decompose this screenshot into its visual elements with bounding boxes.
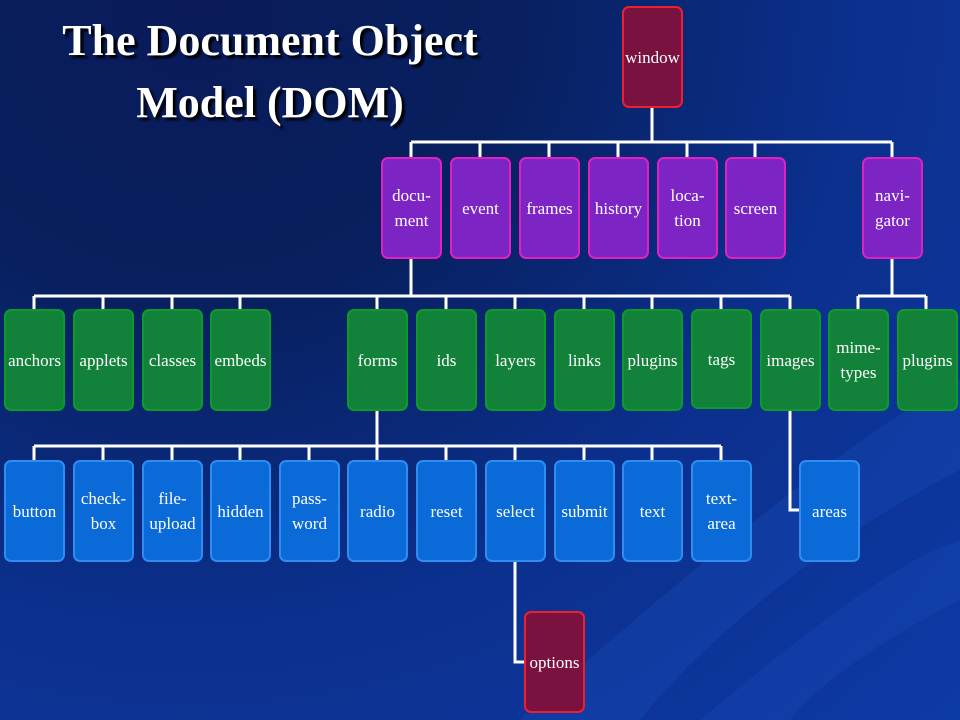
node-navigator: navi- gator [862, 157, 923, 259]
node-textarea: text- area [691, 460, 752, 562]
node-ids: ids [416, 309, 477, 411]
node-checkbox: check- box [73, 460, 134, 562]
node-history: history [588, 157, 649, 259]
node-submit: submit [554, 460, 615, 562]
title-line-1: The Document Object [62, 16, 478, 65]
node-select: select [485, 460, 546, 562]
node-window: window [622, 6, 683, 108]
node-tags: tags [691, 309, 752, 409]
node-forms: forms [347, 309, 408, 411]
node-fileupload: file- upload [142, 460, 203, 562]
node-mimetypes: mime- types [828, 309, 889, 411]
node-screen: screen [725, 157, 786, 259]
node-classes: classes [142, 309, 203, 411]
node-radio: radio [347, 460, 408, 562]
node-reset: reset [416, 460, 477, 562]
node-applets: applets [73, 309, 134, 411]
node-plugins-navigator: plugins [897, 309, 958, 411]
node-button: button [4, 460, 65, 562]
page-title: The Document Object Model (DOM) [0, 10, 540, 134]
node-location: loca- tion [657, 157, 718, 259]
node-text: text [622, 460, 683, 562]
node-anchors: anchors [4, 309, 65, 411]
node-password: pass- word [279, 460, 340, 562]
node-options: options [524, 611, 585, 713]
node-layers: layers [485, 309, 546, 411]
node-frames: frames [519, 157, 580, 259]
title-line-2: Model (DOM) [136, 78, 404, 127]
node-images: images [760, 309, 821, 411]
node-areas: areas [799, 460, 860, 562]
node-event: event [450, 157, 511, 259]
node-plugins-document: plugins [622, 309, 683, 411]
node-document: docu- ment [381, 157, 442, 259]
node-links: links [554, 309, 615, 411]
node-hidden: hidden [210, 460, 271, 562]
node-embeds: embeds [210, 309, 271, 411]
